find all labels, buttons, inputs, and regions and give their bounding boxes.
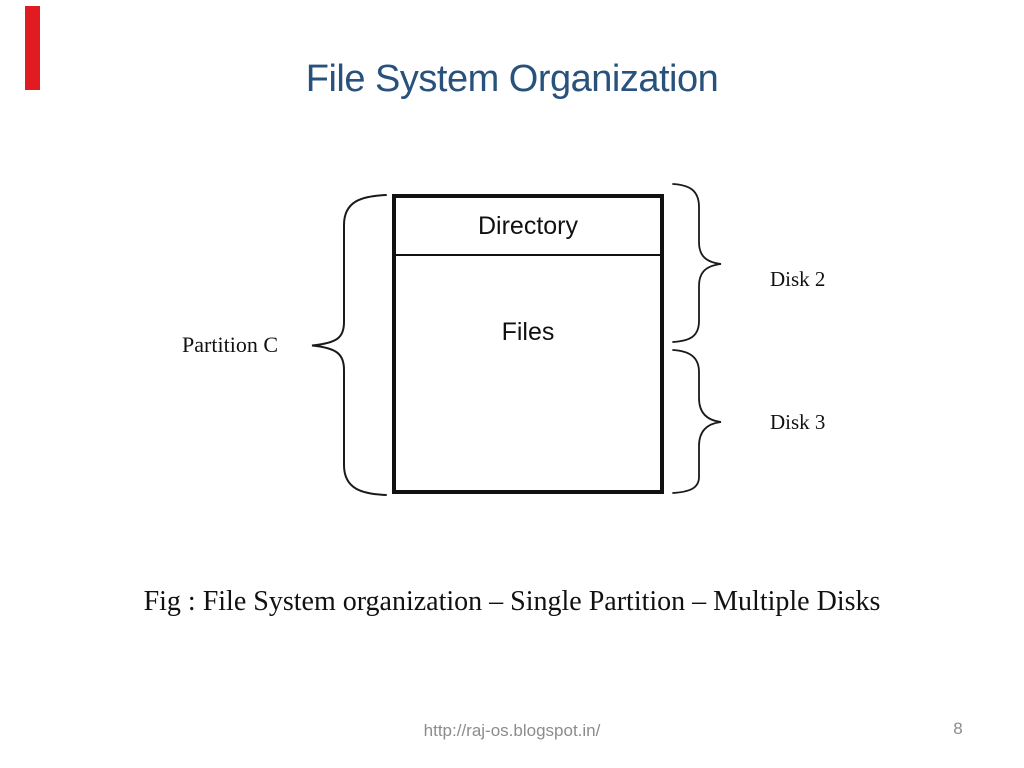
directory-label: Directory (477, 211, 578, 240)
red-accent-bar (25, 6, 40, 90)
slide-title: File System Organization (305, 58, 719, 100)
footer-url: http://raj-os.blogspot.in/ (423, 721, 601, 740)
right-curly-brace-disk2-icon (672, 183, 722, 343)
figure-caption: Fig : File System organization – Single … (143, 586, 881, 617)
partition-c-label: Partition C (182, 332, 278, 357)
disk-3-label: Disk 3 (770, 410, 826, 434)
partition-box: Directory (392, 194, 664, 494)
right-curly-brace-disk3-icon (672, 349, 722, 494)
disk-2-label: Disk 2 (770, 267, 826, 291)
left-curly-brace-icon (311, 194, 387, 496)
files-label: Files (501, 318, 555, 346)
directory-section: Directory (396, 198, 660, 256)
page-number: 8 (953, 719, 963, 738)
